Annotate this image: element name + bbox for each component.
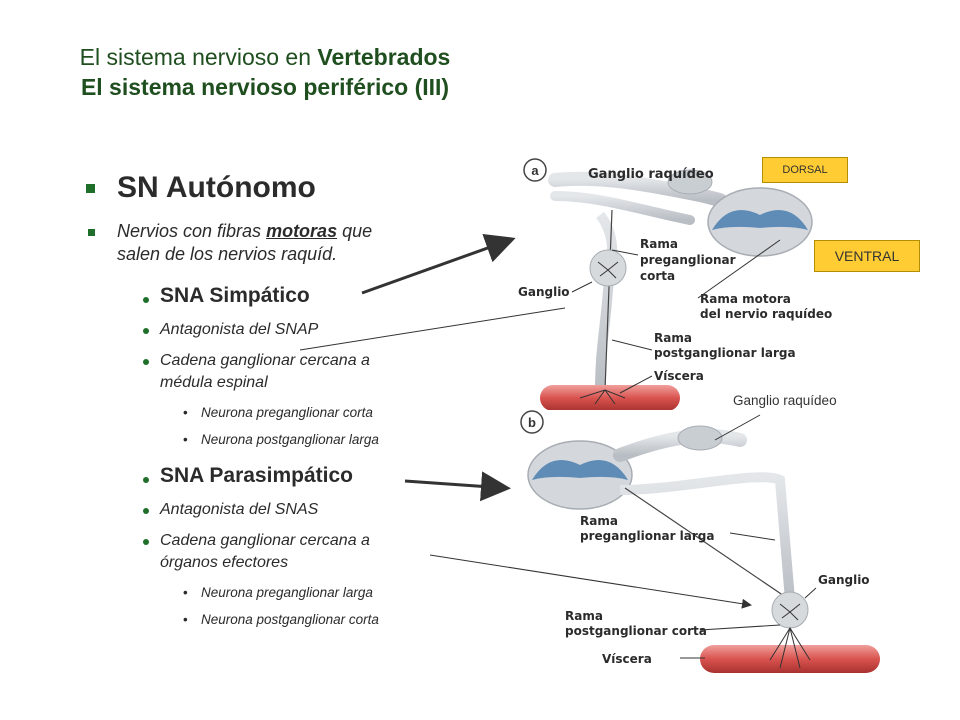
simpatico-neuron-post: Neurona postganglionar larga — [183, 432, 379, 447]
panel-a-letter: a — [531, 163, 539, 178]
label-rama-post-b-2: postganglionar corta — [565, 624, 707, 638]
label-rama-post-a-2: postganglionar larga — [654, 346, 796, 360]
preganglionic-fiber-a — [604, 209, 613, 391]
simpatico-neuron-pre: Neurona preganglionar corta — [183, 405, 373, 420]
square-bullet-icon — [88, 229, 95, 236]
emphasis-motoras: motoras — [266, 221, 338, 241]
parasympathetic-ganglion — [771, 591, 809, 629]
square-bullet-icon — [86, 184, 95, 193]
viscera-b — [700, 645, 880, 673]
nerve-endings-a — [579, 389, 626, 405]
slide-title: El sistema nervioso en Vertebrados El si… — [0, 42, 530, 102]
dorsal-root-ganglion-b — [677, 425, 723, 451]
gray-matter — [532, 460, 628, 480]
panel-b-letter: b — [528, 415, 536, 430]
viscera-a — [540, 385, 680, 411]
panel-b-badge — [520, 410, 544, 434]
round-bullet-icon — [143, 328, 149, 334]
round-bullet-icon — [143, 508, 149, 514]
label-ganglio-b: Ganglio — [818, 573, 870, 587]
leader-line — [611, 339, 653, 351]
heading-sn-autonomo: SN Autónomo — [117, 171, 316, 204]
leader-line — [611, 249, 639, 256]
round-bullet-icon — [143, 297, 149, 303]
pointer-ganglio-simpatico — [299, 307, 566, 351]
heading-parasimpatico: SNA Parasimpático — [160, 464, 353, 487]
panel-b: b Rama preganglionar larga Ganglio Rama … — [488, 410, 888, 710]
ganglion-synapse-b — [779, 603, 801, 621]
spinal-nerve-b — [619, 472, 795, 601]
intro-text: Nervios con fibras motoras que salen de … — [117, 221, 373, 264]
round-bullet-icon — [143, 359, 149, 365]
round-bullet-icon — [143, 477, 149, 483]
leader-line — [619, 375, 653, 394]
label-viscera-b: Víscera — [602, 652, 652, 666]
ventral-root — [550, 191, 695, 225]
panel-a: a Ganglio raquídeo Rama preganglionar co… — [488, 148, 888, 438]
outline-text: SN Autónomo Nervios con fibras motoras q… — [0, 0, 480, 720]
label-rama-pre-b-2: preganglionar larga — [580, 529, 715, 543]
label-rama-pre-a-1: Rama — [640, 237, 678, 251]
pointer-ganglio-raquideo — [714, 414, 761, 441]
leader-line — [729, 532, 776, 541]
round-bullet-icon — [143, 539, 149, 545]
title-line-1: El sistema nervioso en Vertebrados — [79, 44, 451, 70]
dorsal-tag: DORSAL — [762, 157, 848, 183]
label-rama-post-b-1: Rama — [565, 609, 603, 623]
leader-line — [804, 587, 817, 599]
parasimpatico-chain: Cadena ganglionar cercana a órganos efec… — [160, 532, 370, 571]
label-rama-pre-a-2: preganglionar — [640, 253, 736, 267]
label-rama-pre-a-3: corta — [640, 269, 675, 283]
leader-line — [571, 281, 593, 293]
dorsal-root-ganglion — [667, 169, 713, 195]
label-rama-motora-2: del nervio raquídeo — [700, 307, 832, 321]
arrow-simpatico — [361, 233, 516, 295]
simpatico-antagonist: Antagonista del SNAP — [160, 321, 319, 338]
heading-simpatico: SNA Simpático — [160, 284, 310, 307]
parasimpatico-neuron-pre: Neurona preganglionar larga — [183, 585, 373, 600]
label-rama-post-a-1: Rama — [654, 331, 692, 345]
ganglion-synapse-a — [597, 261, 619, 279]
sympathetic-ganglion — [589, 249, 627, 287]
leader-line — [697, 239, 781, 299]
pointer-ganglio-parasimpatico — [429, 554, 752, 609]
label-rama-pre-b-1: Rama — [580, 514, 618, 528]
label-ganglio-raquideo-ext: Ganglio raquídeo — [733, 393, 837, 408]
parasimpatico-neuron-post: Neurona postganglionar corta — [183, 612, 379, 627]
preganglionic-fiber-b — [624, 487, 791, 601]
ventral-tag: VENTRAL — [814, 240, 920, 272]
label-ganglio-raquideo-a: Ganglio raquídeo — [588, 167, 714, 182]
title-line-2: El sistema nervioso periférico (III) — [80, 74, 450, 100]
nerve-endings-b — [769, 627, 811, 669]
gray-matter — [712, 210, 808, 230]
leader-line — [699, 624, 781, 631]
label-viscera-a: Víscera — [654, 369, 704, 383]
label-rama-motora-1: Rama motora — [700, 292, 791, 306]
panel-a-badge — [523, 158, 547, 182]
arrow-parasimpatico — [404, 471, 511, 502]
label-ganglio-a: Ganglio — [518, 285, 570, 299]
title-emphasis: Vertebrados — [317, 44, 451, 70]
simpatico-chain: Cadena ganglionar cercana a médula espin… — [160, 352, 370, 391]
parasimpatico-antagonist: Antagonista del SNAS — [160, 501, 319, 518]
